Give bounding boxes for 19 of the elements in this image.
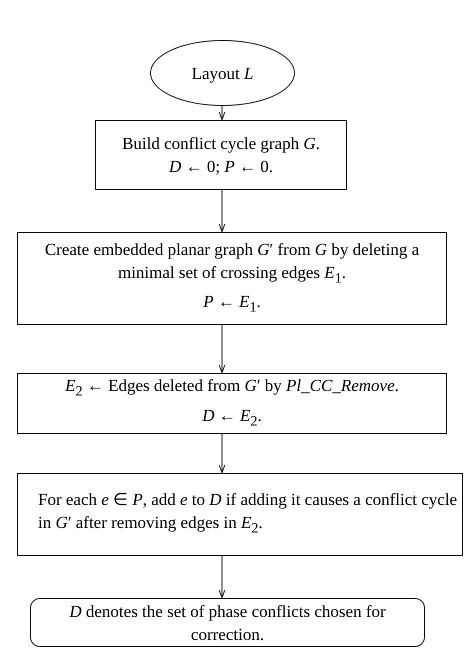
process-box	[17, 232, 447, 325]
arrow	[218, 190, 226, 232]
step-text: For each e ∈ P, add e to D if adding it causes a conflict cycle in G′ after removing edges in E$_{2}$.	[38, 489, 458, 539]
step-text: P ← E$_{1}$.	[202, 291, 262, 318]
step-text: E$_{2}$ ← Edges deleted from G′ by Pl_CC_Remove.	[64, 375, 400, 402]
end-box	[30, 598, 425, 647]
arrow	[218, 106, 226, 120]
arrow	[218, 324, 226, 374]
step-text: Build conflict cycle graph G.	[121, 133, 321, 155]
process-box	[95, 120, 347, 190]
arrow	[218, 434, 226, 474]
step-text: D denotes the set of phase conflicts chosen for correction.	[68, 600, 387, 646]
step-text: D ← 0; P ← 0.	[168, 156, 274, 178]
step-text: D ← E$_{2}$.	[201, 404, 263, 431]
arrow	[218, 556, 226, 598]
step-text: Create embedded planar graph G′ from G by deleting a minimal set of crossing edges E$_{1}$.	[44, 238, 420, 288]
process-box	[17, 373, 447, 434]
process-box	[17, 473, 463, 556]
step-text: Layout L	[190, 62, 254, 84]
